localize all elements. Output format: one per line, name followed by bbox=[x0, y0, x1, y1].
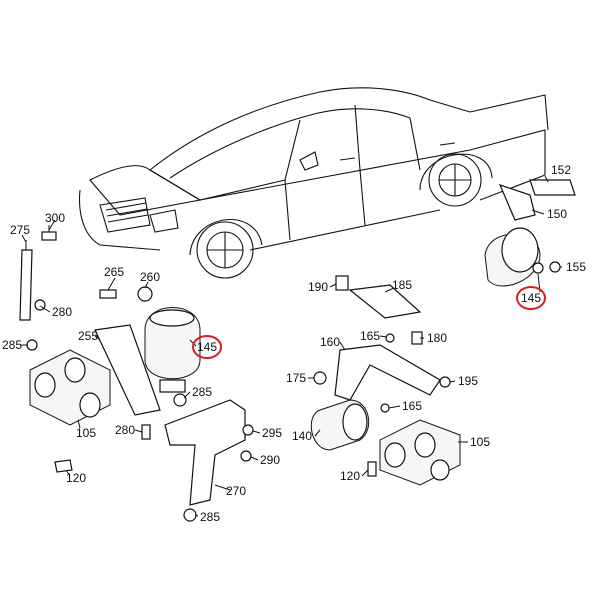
label-195: 195 bbox=[458, 374, 478, 388]
label-300: 300 bbox=[45, 211, 65, 225]
label-160: 160 bbox=[320, 335, 340, 349]
label-165-upper: 165 bbox=[360, 329, 380, 343]
label-185: 185 bbox=[392, 278, 412, 292]
label-260: 260 bbox=[140, 270, 160, 284]
label-152: 152 bbox=[551, 163, 571, 177]
label-145-left: 145 bbox=[197, 340, 217, 354]
left-suspension-assembly bbox=[19, 219, 261, 522]
label-140: 140 bbox=[292, 429, 312, 443]
highlight-ring-145-left bbox=[192, 335, 222, 359]
label-150: 150 bbox=[547, 207, 567, 221]
label-105-left: 105 bbox=[76, 426, 96, 440]
label-255: 255 bbox=[78, 329, 98, 343]
label-275: 275 bbox=[10, 223, 30, 237]
right-suspension-assembly bbox=[308, 175, 576, 486]
label-145-right: 145 bbox=[521, 291, 541, 305]
label-295: 295 bbox=[262, 426, 282, 440]
part-labels: 300 275 265 260 280 255 285 145 285 105 … bbox=[2, 163, 586, 524]
label-265: 265 bbox=[104, 265, 124, 279]
label-165-lower: 165 bbox=[402, 399, 422, 413]
label-190: 190 bbox=[308, 280, 328, 294]
highlight-ring-145-right bbox=[516, 286, 546, 310]
car-illustration bbox=[79, 87, 549, 279]
label-280-upper: 280 bbox=[52, 305, 72, 319]
label-270: 270 bbox=[226, 484, 246, 498]
label-105-right: 105 bbox=[470, 435, 490, 449]
label-155: 155 bbox=[566, 260, 586, 274]
label-120-left: 120 bbox=[66, 471, 86, 485]
label-285-mid: 285 bbox=[192, 385, 212, 399]
label-180: 180 bbox=[427, 331, 447, 345]
label-285-bottom: 285 bbox=[200, 510, 220, 524]
label-290: 290 bbox=[260, 453, 280, 467]
label-280-lower: 280 bbox=[115, 423, 135, 437]
label-120-right: 120 bbox=[340, 469, 360, 483]
label-175: 175 bbox=[286, 371, 306, 385]
label-285-left: 285 bbox=[2, 338, 22, 352]
